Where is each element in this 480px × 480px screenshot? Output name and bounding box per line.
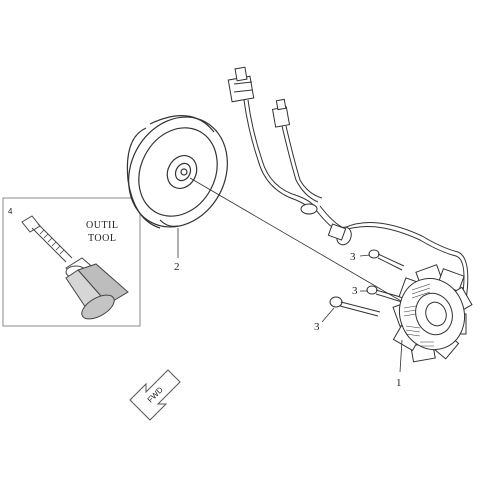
tool-label-outil: OUTIL [86,220,119,231]
tool-inset: 4 OUTIL TOOL [2,197,141,327]
bolt-lower [329,296,381,317]
wire-connector-small [271,98,291,128]
callout-tool: 4 [8,207,13,216]
assembly-axis-line [189,177,421,313]
tool-inset-border [2,197,141,327]
callout-bolt-upper: 3 [350,251,356,263]
callout-flywheel: 2 [174,261,180,273]
flywheel-rotor [126,115,228,229]
callout-stator: 1 [396,377,402,389]
stator-leader [399,339,403,373]
bolt-upper-leader [359,254,371,257]
callout-bolt-lower: 3 [314,321,320,333]
puller-body [65,257,129,320]
puller-bolt [21,215,73,263]
tool-label-tool: TOOL [88,233,116,244]
wire-connector-large [227,66,255,103]
stator-windings [403,283,434,347]
bolt-upper [368,249,405,271]
wire-grommet [300,203,352,246]
stator-coil [392,264,473,363]
forward-arrow-icon: FWD [129,369,181,421]
callout-bolt-middle: 3 [352,285,358,297]
bolt-lower-leader [321,307,335,323]
